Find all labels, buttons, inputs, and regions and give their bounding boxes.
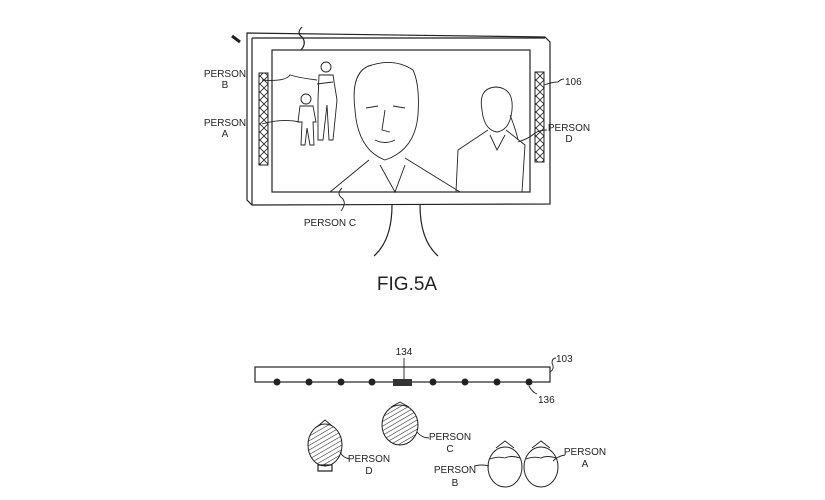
label-person-a-line2: A — [222, 129, 229, 140]
speaker-left — [258, 72, 269, 166]
person-a-figure — [297, 93, 317, 146]
label-ref-103: 103 — [556, 354, 573, 365]
head-person-c — [381, 401, 419, 446]
reference-arrow — [231, 34, 241, 44]
monitor — [246, 26, 551, 206]
stand — [373, 204, 439, 257]
label-person-c: PERSON C — [304, 218, 356, 229]
label-person-a-line1: PERSON — [204, 118, 246, 129]
label-5b-person-c-line2: C — [446, 444, 453, 455]
label-person-b-line2: B — [222, 80, 229, 91]
label-5b-person-d-line2: D — [365, 466, 372, 477]
label-5b-person-d-line1: PERSON — [348, 454, 390, 465]
label-person-b-line1: PERSON — [204, 69, 246, 80]
label-5b-person-a-line1: PERSON — [564, 447, 606, 458]
fig-5b: 134 103 136 PERSON C PERSON D PERSON B — [254, 347, 606, 489]
label-person-d-line1: PERSON — [548, 123, 590, 134]
sensor-dots-136 — [273, 378, 533, 386]
head-person-b — [487, 440, 523, 488]
head-person-d — [307, 419, 343, 472]
label-5b-person-a-line2: A — [582, 459, 589, 470]
label-ref-106: 106 — [565, 77, 582, 88]
label-person-d-line2: D — [565, 134, 572, 145]
fig-5a: PERSON B PERSON A PERSON C PERSON D 106 … — [204, 26, 590, 295]
person-c-figure — [329, 61, 461, 194]
person-b-figure — [316, 61, 338, 141]
label-ref-136: 136 — [538, 395, 555, 406]
figure-caption: FIG.5A — [377, 274, 438, 295]
label-5b-person-b-line1: PERSON — [434, 465, 476, 476]
person-d-figure — [455, 86, 526, 193]
label-ref-134: 134 — [396, 347, 413, 358]
label-5b-person-b-line2: B — [452, 478, 459, 489]
camera-134 — [393, 379, 412, 386]
head-person-a — [523, 440, 559, 488]
speaker-right — [534, 71, 545, 163]
label-5b-person-c-line1: PERSON — [429, 432, 471, 443]
